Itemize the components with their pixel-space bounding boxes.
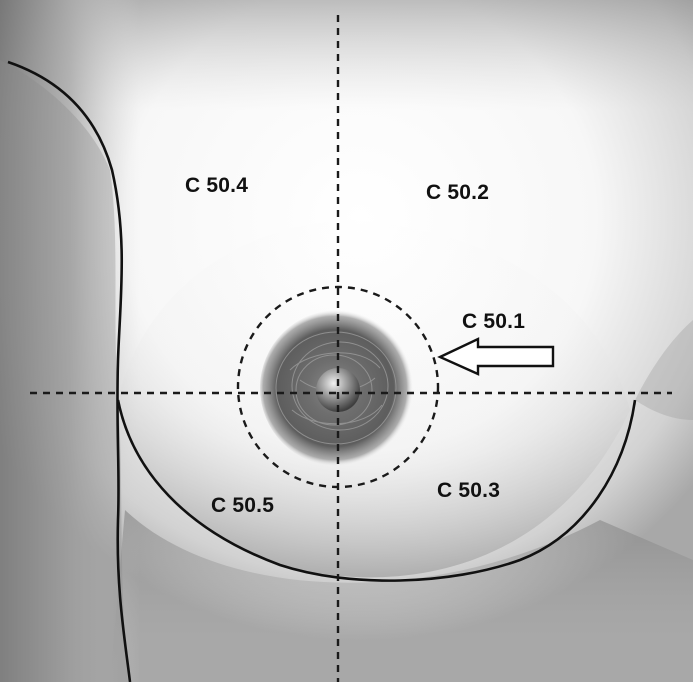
- label-upper-inner-quadrant: C 50.4: [185, 174, 248, 198]
- label-lower-outer-quadrant: C 50.3: [437, 479, 500, 503]
- label-upper-outer-quadrant: C 50.2: [426, 181, 489, 205]
- label-lower-inner-quadrant: C 50.5: [211, 494, 274, 518]
- label-central-portion: C 50.1: [462, 310, 525, 334]
